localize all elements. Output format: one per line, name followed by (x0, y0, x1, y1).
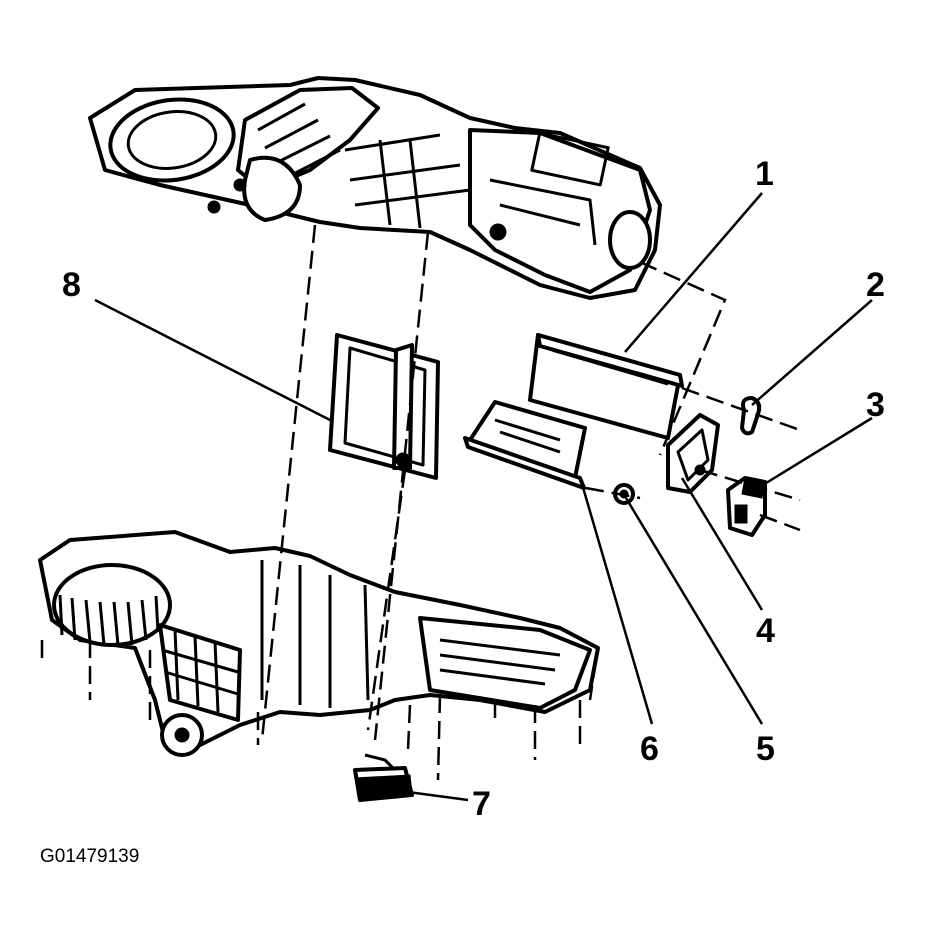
leader-1 (624, 192, 763, 353)
callout-1: 1 (755, 155, 774, 193)
callout-2: 2 (866, 266, 885, 304)
leader-6 (580, 483, 654, 725)
leader-4 (680, 477, 764, 611)
leader-3 (757, 416, 873, 490)
assembly-lines (40, 224, 801, 781)
leader-7 (407, 790, 469, 802)
callout-3: 3 (866, 386, 885, 424)
part-3-actuator (726, 476, 767, 537)
callout-8: 8 (62, 266, 81, 304)
part-4-cam (666, 413, 720, 494)
lower-housing (38, 530, 600, 757)
callout-6: 6 (640, 730, 659, 768)
callout-numbers: 1 2 3 4 5 6 7 8 (62, 155, 885, 823)
part-7-block (353, 753, 414, 802)
callout-5: 5 (756, 730, 775, 768)
leader-5 (624, 497, 764, 725)
leader-8 (94, 298, 331, 422)
upper-housing (88, 76, 662, 300)
figure-id: G01479139 (40, 846, 139, 867)
part-6-air-door (463, 400, 587, 490)
part-8-filter (328, 333, 440, 480)
callout-4: 4 (756, 612, 775, 650)
leader-lines (94, 192, 873, 802)
leader-2 (751, 299, 873, 406)
part-2-clip (740, 396, 762, 436)
callout-7: 7 (472, 785, 491, 823)
